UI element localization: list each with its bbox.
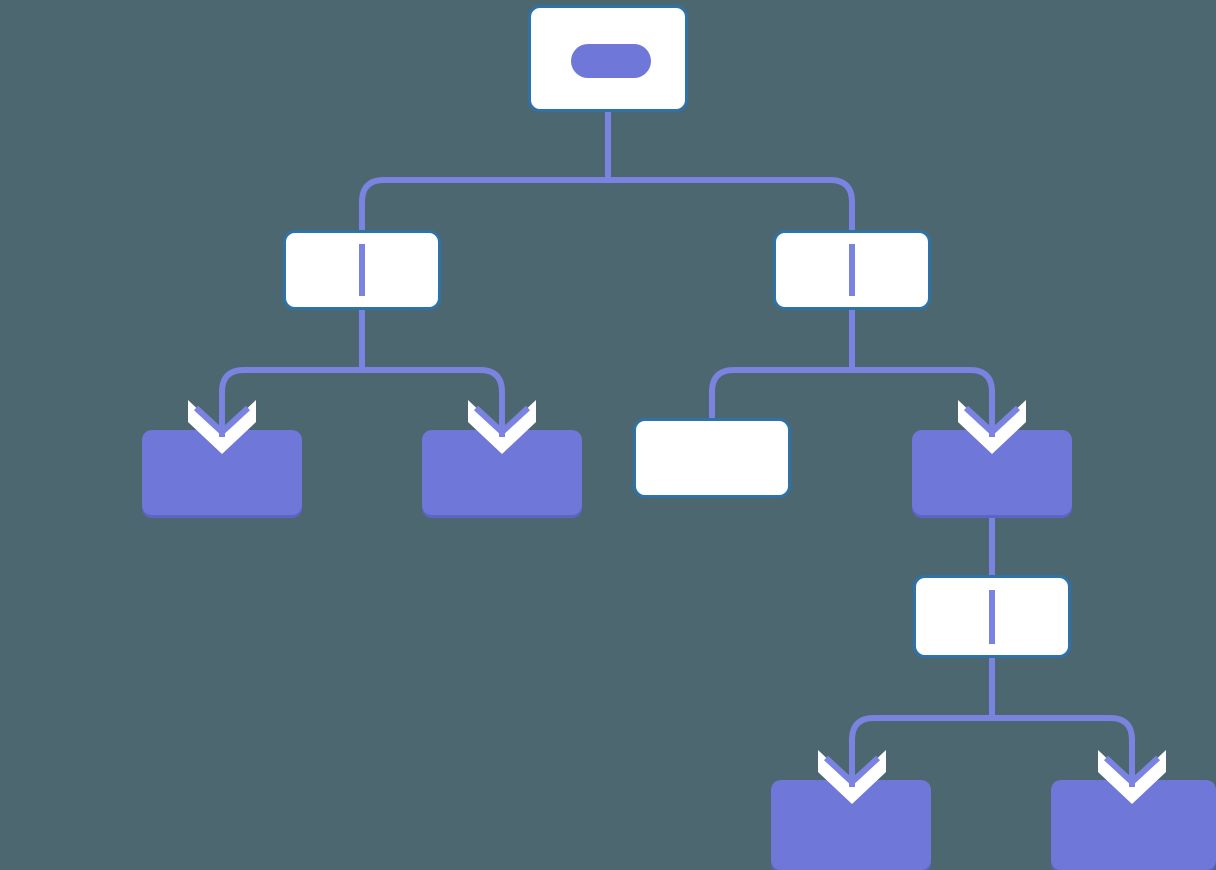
overlay-chevron-l3-d <box>963 405 1021 437</box>
overlay-chevron-l5-b <box>1103 755 1161 787</box>
edge-root-to-l2-right <box>608 177 855 310</box>
overlay-chevron-l5-a <box>823 755 881 787</box>
edge-l2-left-to-l3-a <box>219 367 362 437</box>
edge-l4-to-l5-b <box>992 715 1135 787</box>
edge-l2-right-to-l3-d <box>852 367 995 437</box>
overlay-chevron-l3-a <box>193 405 251 437</box>
edge-root-to-l2-left <box>359 177 608 310</box>
node-l3-c-terminal[interactable] <box>633 418 791 498</box>
root-pill-icon <box>571 44 651 78</box>
edge-l2-right-to-l3-c <box>709 367 852 420</box>
edge-l2-left-to-l3-b <box>362 367 505 437</box>
edge-l4-to-l5-a <box>849 715 992 787</box>
node-root[interactable] <box>528 5 688 112</box>
overlay-chevron-l3-b <box>473 405 531 437</box>
